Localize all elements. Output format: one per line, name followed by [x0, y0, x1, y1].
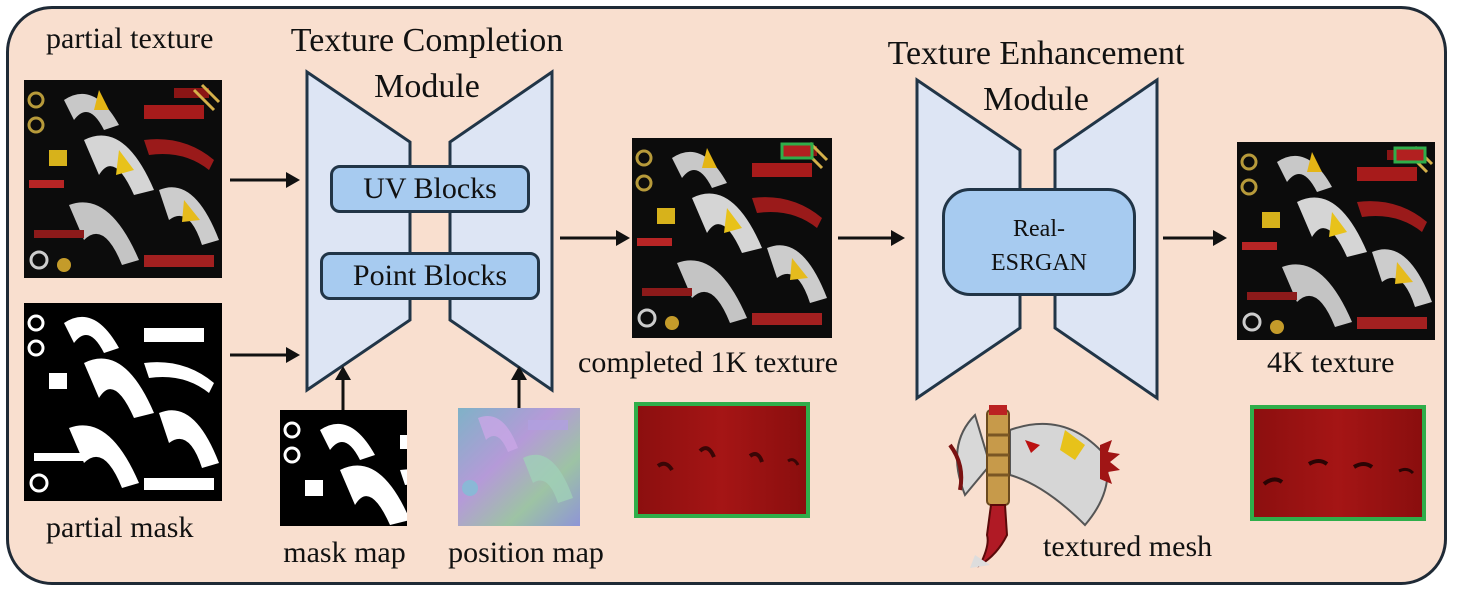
textured-mesh-label: textured mesh — [1043, 530, 1213, 563]
completion-module-title-line2: Module — [374, 68, 480, 105]
point-blocks: Point Blocks — [320, 252, 540, 300]
position-map-image — [458, 408, 580, 526]
output-texture-image — [1237, 142, 1435, 340]
completed-texture-image — [632, 138, 832, 338]
enhancement-module-title-line1: Texture Enhancement — [887, 35, 1185, 72]
output-texture-label: 4K texture — [1267, 346, 1395, 379]
enhancement-module-title-line2: Module — [983, 81, 1089, 118]
completed-texture-zoom — [634, 402, 810, 518]
mask-map-label: mask map — [283, 536, 406, 569]
output-texture-zoom — [1250, 405, 1426, 521]
real-esrgan-line1: Real- — [1013, 216, 1065, 242]
partial-mask-image — [24, 303, 222, 501]
real-esrgan-line2: ESRGAN — [990, 250, 1087, 276]
uv-blocks: UV Blocks — [330, 165, 530, 213]
completion-module-title-line1: Texture Completion — [290, 22, 564, 59]
textured-mesh-image — [935, 405, 1120, 570]
mask-map-image — [280, 410, 407, 526]
completed-texture-label: completed 1K texture — [578, 346, 838, 379]
partial-texture-label: partial texture — [46, 22, 214, 55]
partial-mask-label: partial mask — [46, 511, 194, 544]
partial-texture-image — [24, 80, 222, 278]
position-map-label: position map — [448, 536, 604, 569]
real-esrgan-block: Real- ESRGAN — [942, 188, 1136, 296]
